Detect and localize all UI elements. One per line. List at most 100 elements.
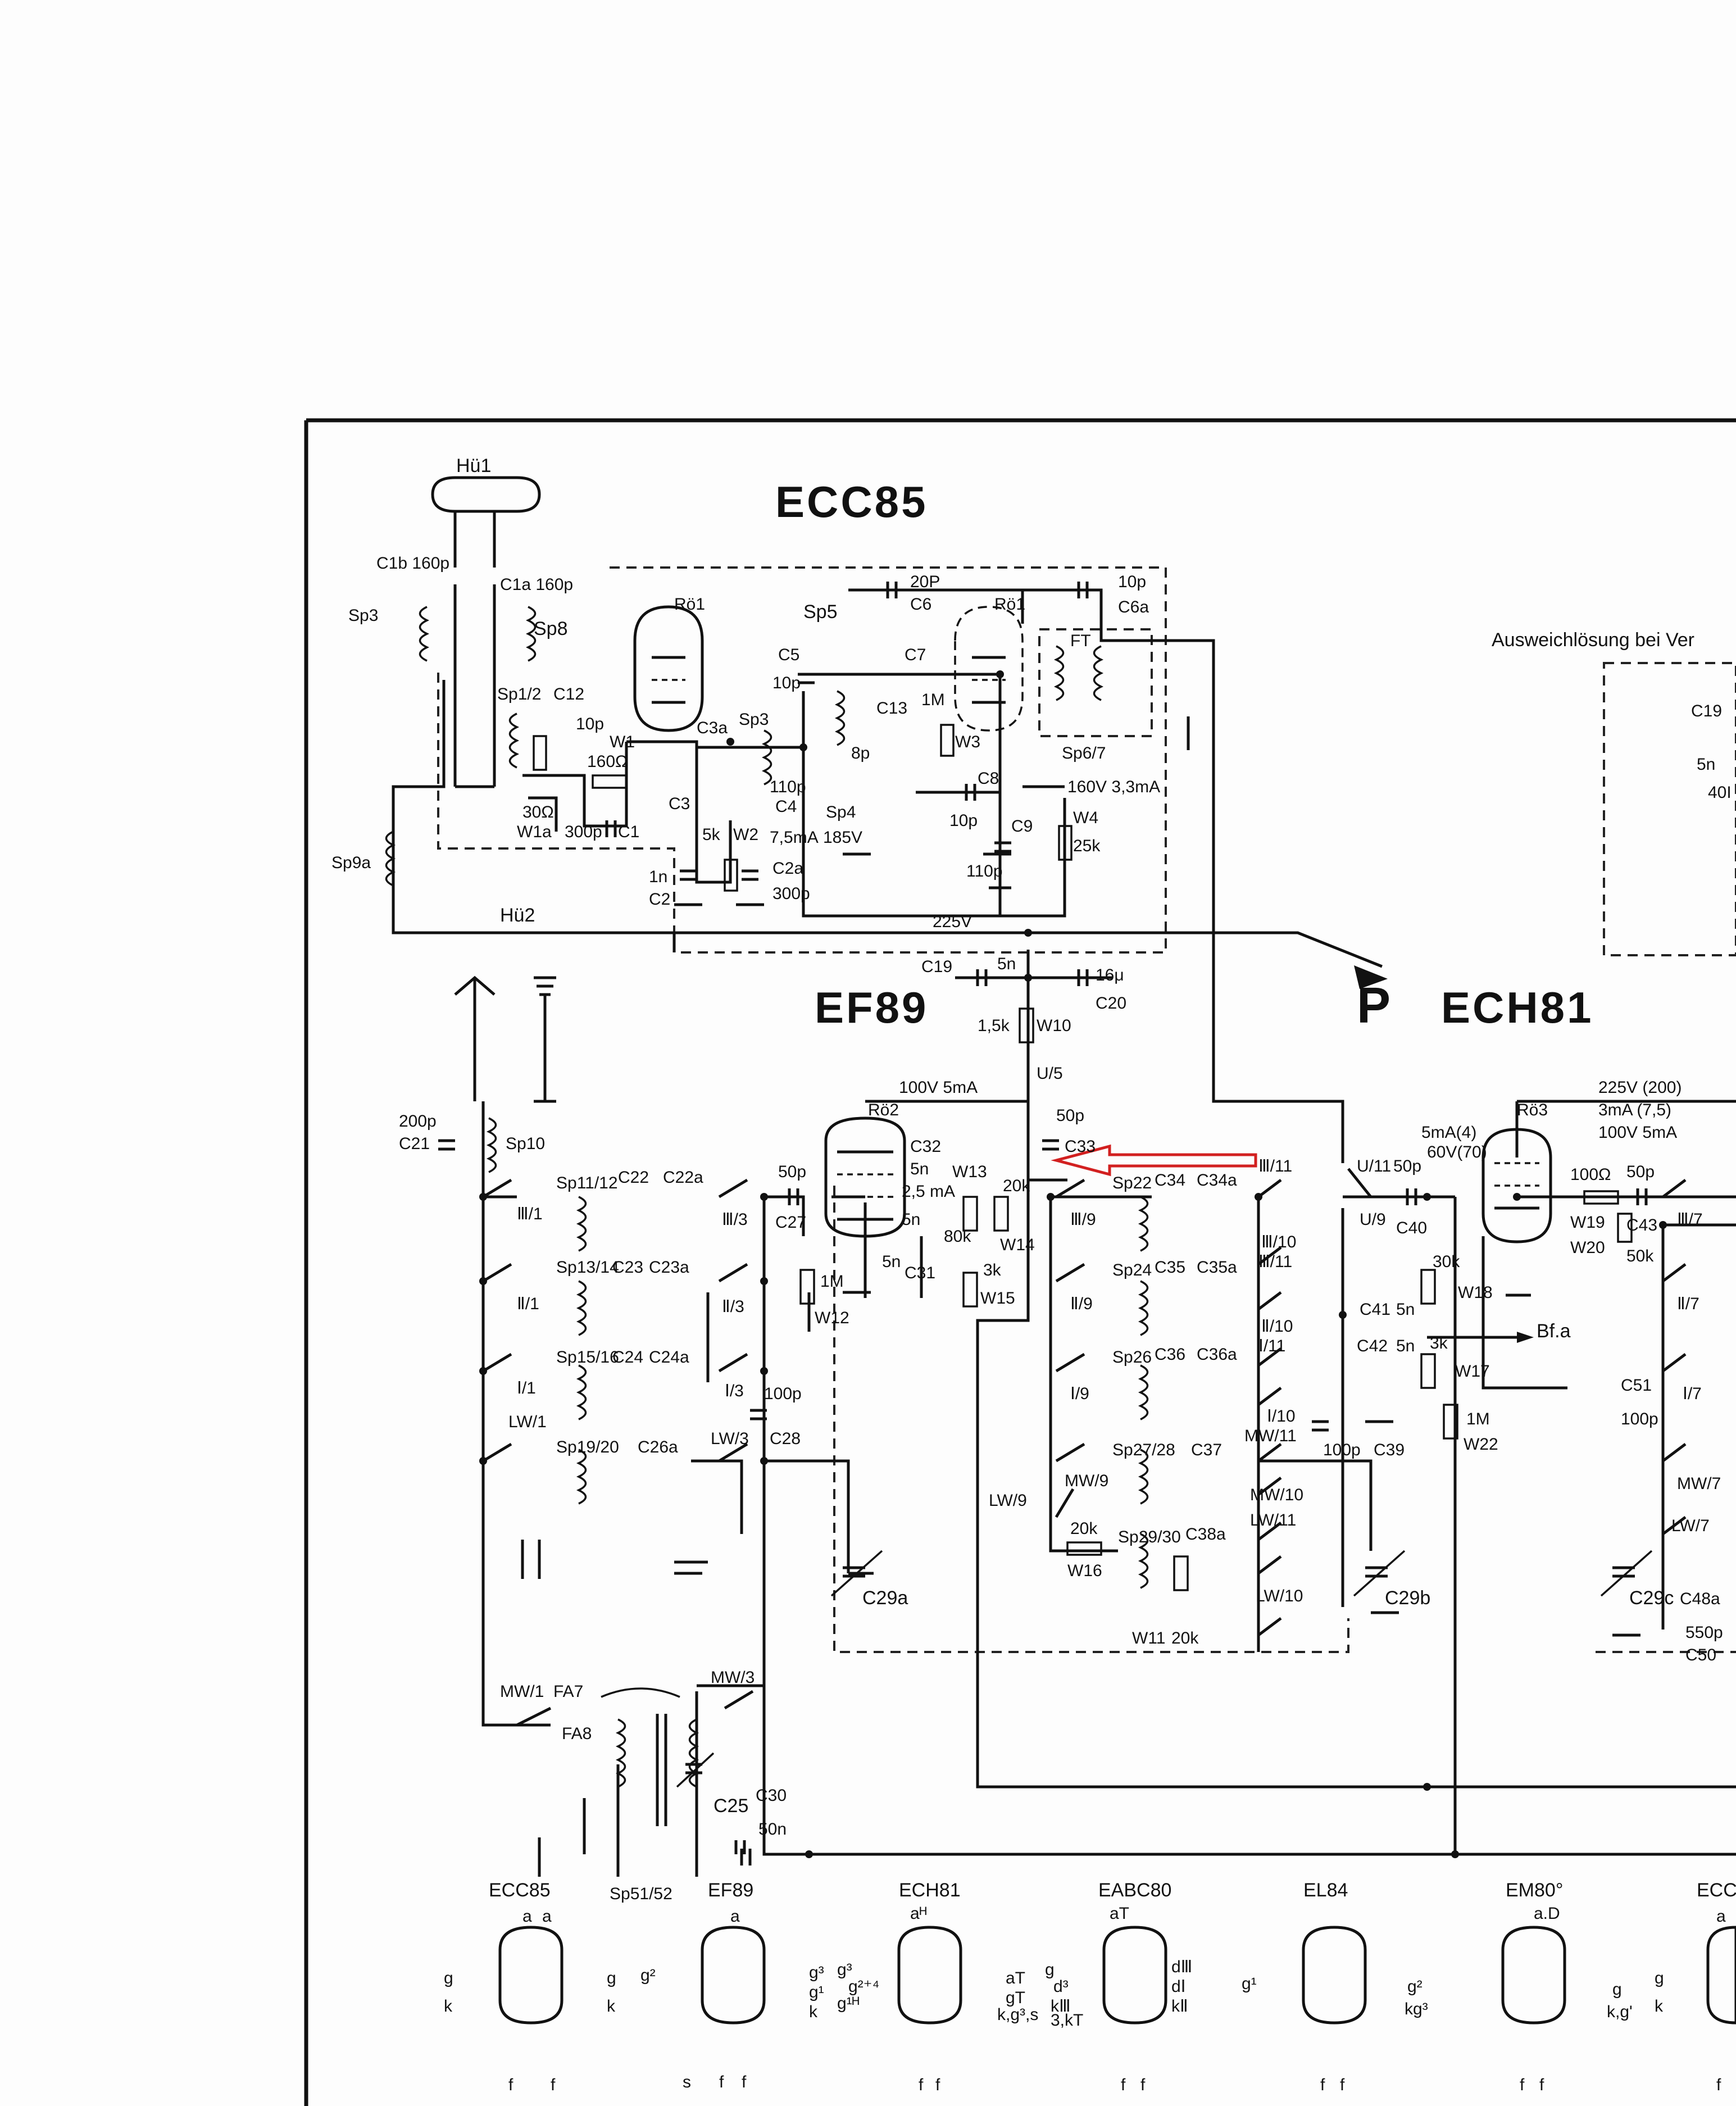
svg-text:f: f: [919, 2076, 924, 2094]
p-signal-arrow: [1354, 965, 1388, 989]
lbl-sw-mw3: MW/3: [711, 1668, 755, 1687]
lbl-w18: W18: [1458, 1283, 1493, 1302]
svg-text:k,g': k,g': [1607, 2003, 1633, 2021]
lbl-c23: C23: [612, 1258, 643, 1277]
lbl-c25: C25: [714, 1795, 748, 1817]
lbl-r5k: 5k: [702, 825, 721, 844]
alt-c19: C19: [1691, 702, 1722, 720]
lbl-sw-ii10: Ⅱ/10: [1261, 1317, 1293, 1336]
lbl-sw-i9: Ⅰ/9: [1070, 1385, 1089, 1403]
tube-ecc85-a: [633, 605, 704, 732]
lbl-fa7: FA7: [553, 1682, 583, 1701]
lbl-c1a: C1a 160p: [500, 575, 573, 594]
lbl-sp1314: Sp13/14: [556, 1258, 619, 1277]
lbl-c42val: 5n: [1396, 1337, 1415, 1355]
lbl-c5val: 10p: [772, 674, 801, 692]
svg-text:g: g: [1045, 1960, 1055, 1979]
lbl-c6a: C6a: [1118, 598, 1149, 616]
svg-text:f: f: [719, 2073, 724, 2091]
lbl-sp3: Sp3: [739, 710, 769, 729]
lbl-w15: W15: [980, 1289, 1015, 1308]
svg-text:kⅢ: kⅢ: [1051, 1997, 1071, 2016]
lbl-w10: W10: [1037, 1016, 1071, 1035]
lbl-r1m-b: 1M: [820, 1272, 844, 1291]
lbl-c51: C51: [1621, 1376, 1652, 1395]
lbl-c41val: 5n: [1396, 1300, 1415, 1319]
lbl-w11: W11: [1132, 1629, 1165, 1647]
svg-text:dⅠ: dⅠ: [1171, 1977, 1186, 1996]
lbl-ma25: 2,5 mA: [902, 1182, 955, 1201]
lbl-w14: W14: [1000, 1236, 1035, 1254]
lbl-sp9a: Sp9a: [331, 854, 371, 872]
lbl-r1m: 1M: [921, 691, 945, 709]
lbl-sp2930: Sp29/30: [1118, 1528, 1181, 1546]
lbl-sp12: Sp1/2: [497, 685, 541, 703]
svg-text:ECC85: ECC85: [489, 1880, 551, 1901]
lbl-sp2728: Sp27/28: [1112, 1441, 1175, 1459]
alt-solution-box: [1603, 662, 1736, 956]
lbl-sp1920: Sp19/20: [556, 1438, 619, 1456]
lbl-c30: C30: [756, 1786, 787, 1805]
lbl-c4: C4: [775, 797, 797, 816]
pinout-em80: EM80° a.D g k,g' f f: [1501, 1880, 1633, 2094]
svg-text:g²⁺⁴: g²⁺⁴: [848, 1977, 879, 1996]
lbl-c40: C40: [1396, 1219, 1427, 1237]
lbl-c43: C43: [1626, 1216, 1657, 1234]
lbl-c6aval: 10p: [1118, 573, 1146, 591]
svg-text:g³: g³: [837, 1960, 852, 1979]
lbl-sw-iii11b: Ⅲ/11: [1258, 1252, 1292, 1271]
lbl-c2aval: 300p: [772, 884, 810, 903]
svg-text:k,g³,s: k,g³,s: [997, 2005, 1038, 2024]
lbl-c26a: C26a: [638, 1438, 678, 1456]
lbl-c22a: C22a: [663, 1168, 703, 1187]
lbl-c48a: C48a: [1680, 1590, 1720, 1608]
lbl-sw-lw10: LW/10: [1256, 1587, 1303, 1605]
lbl-c1n: 1n: [649, 868, 667, 886]
lbl-c24: C24: [612, 1348, 643, 1367]
ro1a-label: Rö1: [674, 595, 705, 614]
lbl-sw-i3: Ⅰ/3: [725, 1382, 744, 1400]
lbl-v185: 185V: [823, 828, 862, 847]
pinout-el84: EL84 g¹ g² kg³ f f: [1242, 1880, 1428, 2094]
coils: [419, 606, 1149, 1826]
lbl-c1: C1: [618, 823, 639, 841]
lbl-r1m-c: 1M: [1466, 1410, 1490, 1428]
svg-text:dⅢ: dⅢ: [1171, 1958, 1192, 1976]
lbl-sw-ii1: Ⅱ/1: [517, 1295, 539, 1313]
svg-text:g: g: [1612, 1980, 1622, 1999]
lbl-sp1516: Sp15/16: [556, 1348, 619, 1367]
lbl-c2a: C2a: [772, 859, 803, 878]
lbl-c50p-a: 50p: [778, 1163, 806, 1181]
lbl-sp3left: Sp3: [348, 606, 378, 625]
svg-text:aT: aT: [1006, 1969, 1025, 1987]
hu2-label: Hü2: [500, 905, 535, 926]
lbl-w3: W3: [955, 733, 980, 751]
lbl-c31: C31: [905, 1264, 935, 1282]
lbl-sw-iii7: Ⅲ/7: [1677, 1210, 1703, 1229]
lbl-c32: C32: [910, 1137, 941, 1156]
svg-text:g: g: [444, 1969, 453, 1987]
lbl-c20: C20: [1096, 994, 1126, 1013]
lbl-c6: C6: [910, 595, 931, 614]
svg-text:f: f: [1716, 2076, 1721, 2094]
lbl-c19: C19: [921, 957, 952, 976]
lbl-c35a: C35a: [1197, 1258, 1237, 1277]
svg-text:d³: d³: [1053, 1977, 1069, 1996]
lbl-c50p-d: 50p: [1626, 1163, 1655, 1181]
lbl-c200p: 200p: [399, 1112, 437, 1131]
nodes: [479, 670, 1667, 1858]
svg-text:ECC: ECC: [1697, 1880, 1736, 1901]
pinout-eabc80: EABC80 aT g d³ kⅢ 3,kT dⅢ dⅠ kⅡ f f: [1045, 1880, 1192, 2094]
tube-ech81: [1481, 1128, 1552, 1243]
lbl-c31val: 5n: [882, 1252, 901, 1271]
lbl-u9: U/9: [1360, 1210, 1386, 1229]
lbl-sw-mw10: MW/10: [1250, 1486, 1303, 1504]
lbl-c24a: C24a: [649, 1348, 689, 1367]
ro2-label: Rö2: [868, 1101, 899, 1119]
lbl-sw-ii7: Ⅱ/7: [1677, 1295, 1699, 1313]
lbl-w16: W16: [1067, 1562, 1102, 1580]
lbl-ma75: 7,5mA: [770, 828, 819, 847]
lbl-c36a: C36a: [1197, 1345, 1237, 1364]
lbl-sp26: Sp26: [1112, 1348, 1152, 1367]
lbl-r30: 30Ω: [522, 803, 554, 821]
